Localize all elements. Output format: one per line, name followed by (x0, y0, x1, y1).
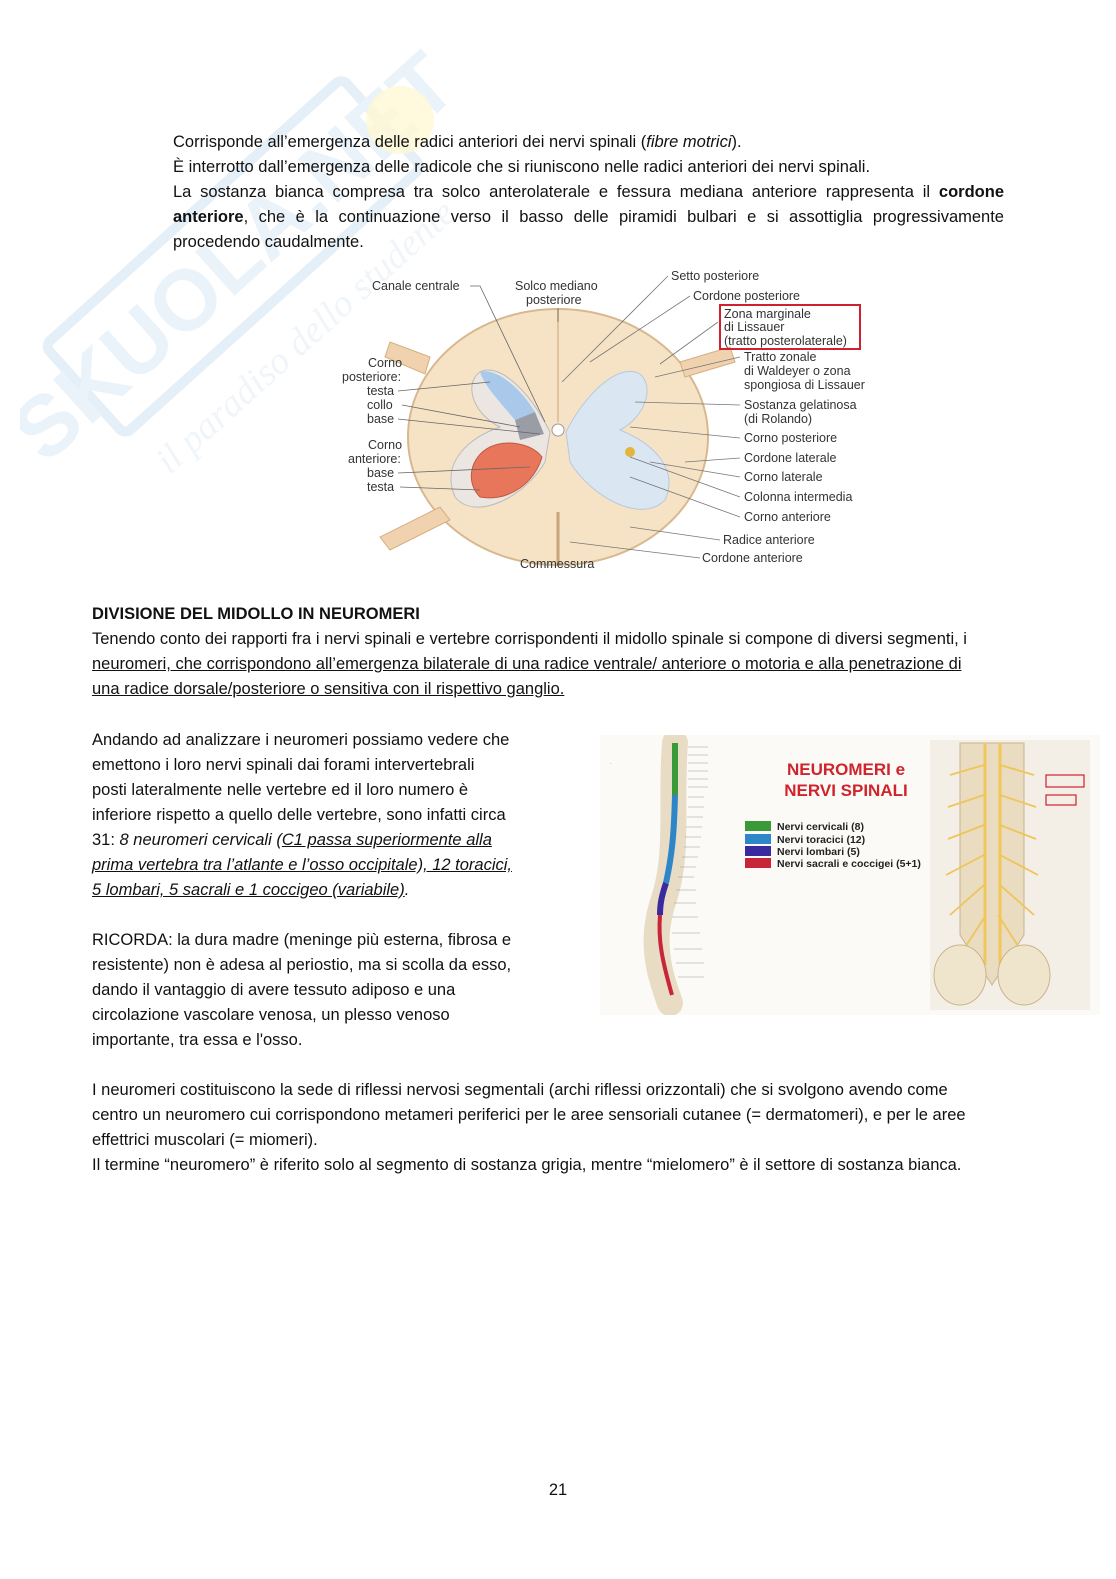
label-testa-posteriore: testa (367, 384, 394, 398)
label-zona-marginale: Zona marginale (724, 307, 811, 321)
left-line-4: inferiore rispetto a quello delle verteb… (92, 806, 506, 824)
svg-text:·: · (610, 761, 612, 767)
label-spongiosa: spongiosa di Lissauer (744, 378, 865, 392)
label-corno-anteriore-1: Corno (368, 438, 402, 452)
legend-swatch-cervicali (745, 821, 771, 831)
page-number: 21 (548, 1481, 568, 1499)
gray-matter-right (565, 370, 670, 510)
label-solco-mediano: Solco mediano (515, 279, 598, 293)
label-tratto-zonale: Tratto zonale (744, 350, 817, 364)
label-cordone-anteriore: Cordone anteriore (702, 551, 803, 565)
figure2-legend: Nervi cervicali (8) Nervi toracici (12) … (745, 821, 921, 870)
legend-label-lombari: Nervi lombari (5) (777, 846, 860, 858)
label-corno-anteriore-r: Corno anteriore (744, 510, 831, 524)
legend-label-sacrali: Nervi sacrali e coccigei (5+1) (777, 858, 921, 870)
label-corno-anteriore-2: anteriore: (348, 452, 401, 466)
figure2-title-line-2: NERVI SPINALI (784, 781, 907, 800)
label-base-posteriore: base (367, 412, 394, 426)
label-setto-posteriore: Setto posteriore (671, 269, 759, 283)
left-line-6: prima vertebra tra l’atlante e l’osso oc… (92, 856, 513, 874)
label-di-lissauer: di Lissauer (724, 320, 784, 334)
label-tratto-posterolaterale: (tratto posterolaterale) (724, 334, 847, 348)
label-commessura: Commessura (520, 557, 594, 571)
label-corno-laterale: Corno laterale (744, 470, 823, 484)
left-line-7: 5 lombari, 5 sacrali e 1 coccigeo (varia… (92, 881, 410, 899)
intro-line-2: È interrotto dall’emergenza delle radico… (173, 158, 871, 176)
highlight-box-lissauer (719, 304, 861, 350)
ricorda-line-1: RICORDA: la dura madre (meninge più este… (92, 931, 512, 949)
label-solco-mediano-2: posteriore (526, 293, 582, 307)
left-line-3: posti lateralmente nelle vertebre ed il … (92, 781, 469, 799)
bottom-line-4: Il termine “neuromero” è riferito solo a… (92, 1156, 962, 1174)
label-canale-centrale: Canale centrale (372, 279, 460, 293)
intro-line-1: Corrisponde all’emergenza delle radici a… (173, 133, 742, 151)
right-labels: Setto posteriore Cordone posteriore Zona… (561, 269, 865, 565)
section-line-3: una radice dorsale/posteriore o sensitiv… (92, 680, 565, 698)
label-radice-anteriore: Radice anteriore (723, 533, 815, 547)
intro-line-3: La sostanza bianca compresa tra solco an… (173, 183, 1004, 251)
vertebral-column: · (610, 735, 708, 1015)
ricorda-line-5: importante, tra essa e l'osso. (92, 1031, 303, 1049)
spinal-cord-cross-section-figure: Canale centrale Solco mediano posteriore… (342, 269, 865, 571)
anterior-horn-red (470, 442, 543, 499)
label-rolando: (di Rolando) (744, 412, 812, 426)
central-canal (551, 423, 565, 437)
label-collo: collo (367, 398, 393, 412)
section-line-2: neuromeri, che corrispondono all’emergen… (92, 655, 962, 673)
intro-text: Corrisponde all’emergenza delle radici a… (173, 130, 1004, 255)
posterior-horn-neck (515, 412, 544, 440)
ricorda-line-2: resistente) non è adesa al periostio, ma… (92, 956, 512, 974)
legend-label-cervicali: Nervi cervicali (8) (777, 821, 864, 833)
intermediate-neuron (625, 447, 635, 457)
label-waldeyer: di Waldeyer o zona (744, 364, 851, 378)
ricorda-line-4: circolazione vascolare venosa, un plesso… (92, 1006, 450, 1024)
label-testa-anteriore: testa (367, 480, 394, 494)
bottom-paragraph: I neuromeri costituiscono la sede di rif… (92, 1078, 1104, 1178)
bottom-line-1: I neuromeri costituiscono la sede di rif… (92, 1081, 948, 1099)
label-cordone-posteriore: Cordone posteriore (693, 289, 800, 303)
label-colonna-intermedia: Colonna intermedia (744, 490, 852, 504)
legend-swatch-toracici (745, 834, 771, 844)
figure2-title-line-1: NEUROMERI e (787, 760, 905, 779)
label-cordone-laterale: Cordone laterale (744, 451, 836, 465)
legend-swatch-lombari (745, 846, 771, 856)
posterior-root-right (679, 346, 736, 378)
neuromeri-nervi-spinali-figure: · NEUROMERI e NERVI SPINALI Nervi cervic… (600, 735, 1100, 1015)
posterior-horn-head (480, 371, 535, 420)
posterior-root-left (384, 341, 431, 375)
label-corno-posteriore-r: Corno posteriore (744, 431, 837, 445)
left-line-2: emettono i loro nervi spinali dai forami… (92, 756, 475, 774)
anterior-root-left (379, 506, 451, 551)
label-base-anteriore: base (367, 466, 394, 480)
ricorda-line-3: dando il vantaggio di avere tessuto adip… (92, 981, 456, 999)
bottom-line-2: centro un neuromero cui corrispondono me… (92, 1106, 966, 1124)
label-sostanza-gelatinosa: Sostanza gelatinosa (744, 398, 857, 412)
section-paragraph: Tenendo conto dei rapporti fra i nervi s… (92, 627, 1104, 702)
label-corno-posteriore-2: posteriore: (342, 370, 401, 384)
section-line-1: Tenendo conto dei rapporti fra i nervi s… (92, 630, 967, 648)
left-line-1: Andando ad analizzare i neuromeri possia… (92, 731, 510, 749)
left-line-5: 31: 8 neuromeri cervicali (C1 passa supe… (92, 831, 492, 849)
label-corno-posteriore-1: Corno (368, 356, 402, 370)
section-title: DIVISIONE DEL MIDOLLO IN NEUROMERI (92, 605, 420, 623)
legend-label-toracici: Nervi toracici (12) (777, 834, 865, 846)
bottom-line-3: effettrici muscolari (= miomeri). (92, 1131, 318, 1149)
legend-swatch-sacrali (745, 858, 771, 868)
neuromeri-paragraph: Andando ad analizzare i neuromeri possia… (92, 728, 592, 1053)
spinal-dissection-illustration (930, 740, 1090, 1010)
